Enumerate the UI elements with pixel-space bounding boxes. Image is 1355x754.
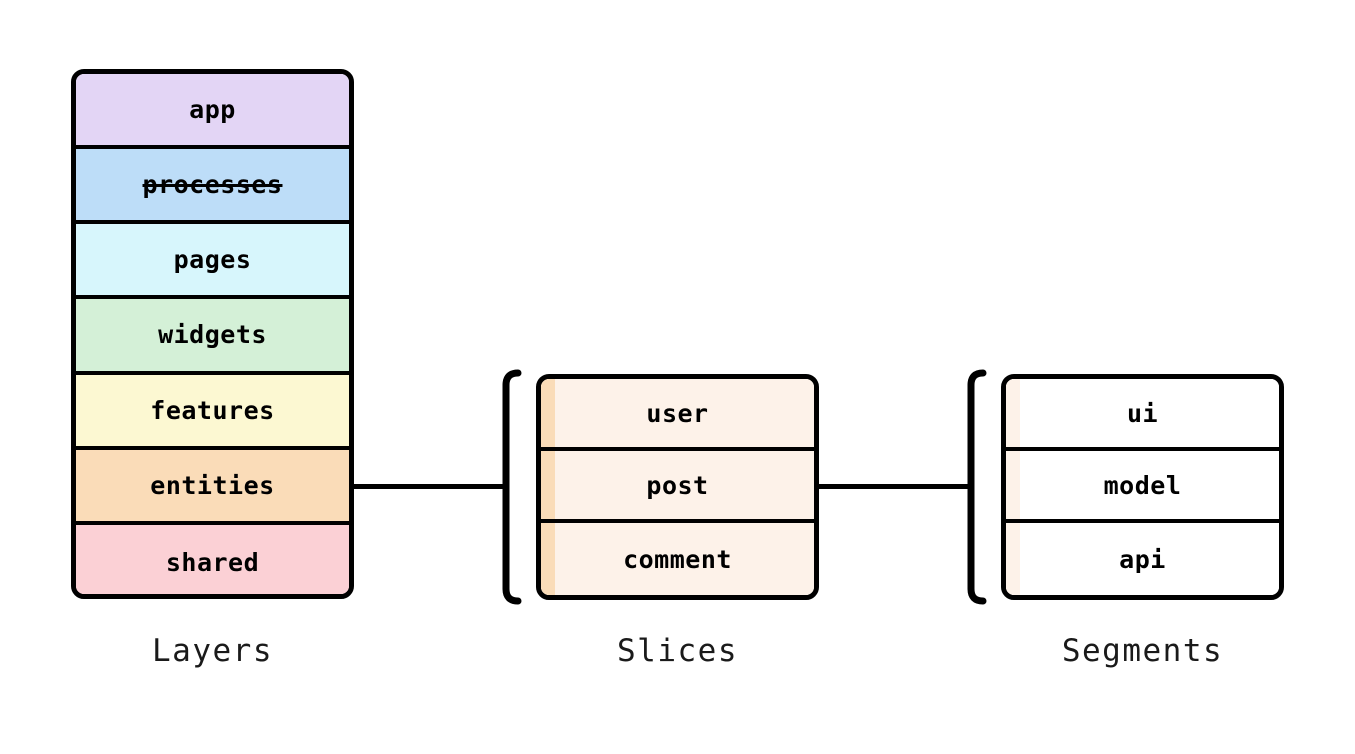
segments-bracket-icon (961, 369, 987, 605)
connector-slices-to-segments (818, 484, 970, 489)
layer-row-shared[interactable]: shared (76, 524, 349, 594)
layer-row-entities[interactable]: entities (76, 449, 349, 525)
segment-label-api: api (1119, 544, 1166, 574)
segment-label-model: model (1103, 470, 1182, 500)
slice-accent-strip (541, 523, 555, 595)
layer-label-shared: shared (165, 547, 260, 577)
segment-row-model[interactable]: model (1006, 451, 1279, 523)
layer-row-processes[interactable]: processes (76, 149, 349, 225)
segments-box: ui model api (1001, 374, 1284, 600)
caption-slices: Slices (617, 633, 738, 669)
layer-label-processes: processes (142, 170, 283, 200)
slice-accent-strip (541, 451, 555, 519)
layer-label-pages: pages (173, 245, 252, 275)
segment-row-ui[interactable]: ui (1006, 379, 1279, 451)
caption-segments: Segments (1061, 633, 1224, 669)
caption-layers: Layers (152, 633, 273, 669)
segment-accent-strip (1006, 379, 1020, 447)
slice-accent-strip (541, 379, 555, 447)
slice-label-post: post (646, 470, 709, 500)
slice-row-comment[interactable]: comment (541, 523, 814, 595)
slice-label-comment: comment (623, 544, 732, 574)
slices-bracket-icon (496, 369, 522, 605)
layer-row-features[interactable]: features (76, 374, 349, 450)
layer-row-app[interactable]: app (76, 74, 349, 150)
slice-row-user[interactable]: user (541, 379, 814, 451)
layer-row-widgets[interactable]: widgets (76, 299, 349, 375)
slice-row-post[interactable]: post (541, 451, 814, 523)
segment-accent-strip (1006, 451, 1020, 519)
layer-label-features: features (150, 395, 275, 425)
segment-row-api[interactable]: api (1006, 523, 1279, 595)
segment-accent-strip (1006, 523, 1020, 595)
connector-layers-to-slices (353, 484, 505, 489)
slice-label-user: user (646, 398, 709, 428)
layer-label-app: app (189, 95, 236, 125)
segment-label-ui: ui (1126, 398, 1159, 428)
layer-label-entities: entities (150, 470, 275, 500)
layers-box: app processes pages widgets features ent… (71, 69, 354, 599)
slices-box: user post comment (536, 374, 819, 600)
layer-label-widgets: widgets (158, 320, 267, 350)
layer-row-pages[interactable]: pages (76, 224, 349, 300)
